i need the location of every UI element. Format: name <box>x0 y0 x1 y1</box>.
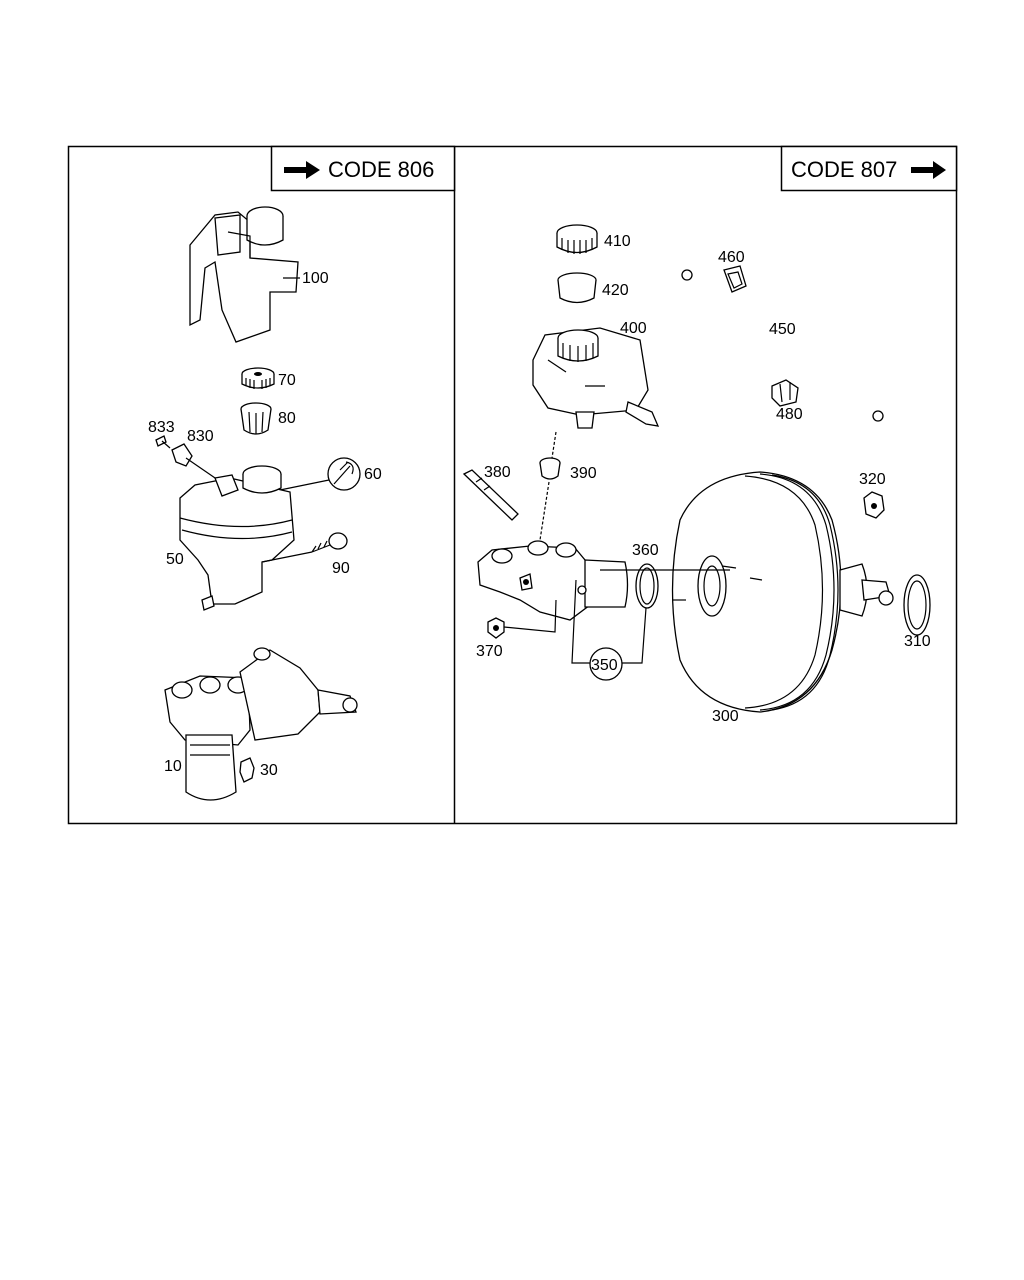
callout-50: 50 <box>166 551 184 568</box>
callout-833: 833 <box>148 419 175 436</box>
cap-part-70 <box>241 367 275 389</box>
callout-830: 830 <box>187 428 214 445</box>
wrench-icon <box>327 457 361 491</box>
strainer-part-420 <box>557 272 597 304</box>
master-cylinder-assembly <box>477 540 629 621</box>
cap-part-410 <box>556 224 598 254</box>
callout-350-leader <box>571 579 647 681</box>
grommet-part-390 <box>539 457 561 480</box>
pin-part-833 <box>155 435 171 449</box>
callout-70: 70 <box>278 372 296 389</box>
code-807-label: CODE 807 <box>791 157 897 182</box>
callout-390: 390 <box>570 465 597 482</box>
callout-460: 460 <box>718 249 745 266</box>
right-arrow-icon <box>911 161 946 179</box>
callout-320: 320 <box>859 471 886 488</box>
o-ring-part-360 <box>635 563 659 609</box>
pin-part-380 <box>462 469 519 521</box>
callout-370: 370 <box>476 643 503 660</box>
reservoir-part-400 <box>532 327 660 429</box>
diagram-frame <box>67 145 958 825</box>
callout-410: 410 <box>604 233 631 250</box>
code-806-header: CODE 806 <box>270 145 456 192</box>
reservoir-part-50 <box>179 465 295 611</box>
callout-480: 480 <box>776 406 803 423</box>
callout-400: 400 <box>620 320 647 337</box>
screw-part-90 <box>311 532 348 553</box>
callout-300: 300 <box>712 708 739 725</box>
nut-part-370 <box>487 617 505 639</box>
brake-booster-part-300 <box>600 471 894 713</box>
callout-90: 90 <box>332 560 350 577</box>
gasket-part-310 <box>903 574 931 636</box>
code-806-label: CODE 806 <box>328 157 434 182</box>
callout-100: 100 <box>302 270 329 287</box>
callout-350: 350 <box>591 657 618 674</box>
callout-450: 450 <box>769 321 796 338</box>
nut-part-320 <box>863 491 885 519</box>
cover-shield-part <box>189 206 299 343</box>
nut-part-30 <box>239 757 255 783</box>
brake-line-part-450 <box>681 269 894 422</box>
clip-part-480 <box>771 379 799 407</box>
callout-30: 30 <box>260 762 278 779</box>
callout-60: 60 <box>364 466 382 483</box>
callout-10: 10 <box>164 758 182 775</box>
master-cylinder-part-10 <box>164 647 358 801</box>
callout-420: 420 <box>602 282 629 299</box>
callout-310: 310 <box>904 633 931 650</box>
code-807-header: CODE 807 <box>780 145 958 192</box>
filter-part-80 <box>240 402 272 435</box>
clip-part-460 <box>723 265 747 293</box>
sensor-part-830 <box>171 443 219 481</box>
callout-380: 380 <box>484 464 511 481</box>
callout-80: 80 <box>278 410 296 427</box>
callout-360: 360 <box>632 542 659 559</box>
right-arrow-icon <box>284 161 320 179</box>
